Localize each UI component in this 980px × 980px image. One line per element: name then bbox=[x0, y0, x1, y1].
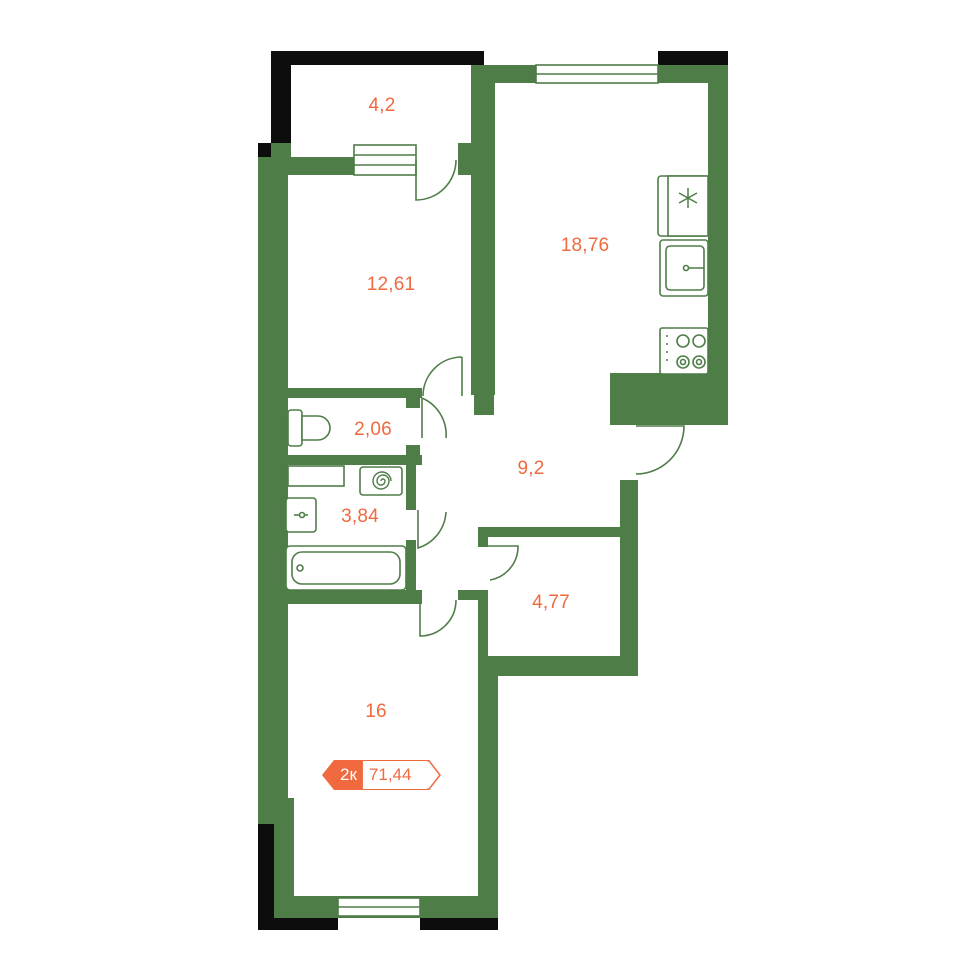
badge-room-type: 2к bbox=[322, 760, 363, 790]
area-storage: 4,77 bbox=[532, 592, 570, 613]
area-bedroom-top: 12,61 bbox=[366, 274, 416, 295]
windows bbox=[337, 64, 659, 917]
area-balcony: 4,2 bbox=[368, 95, 396, 116]
badge-tip bbox=[427, 760, 442, 790]
interior-walls bbox=[258, 65, 728, 918]
area-bedroom-bottom: 16 bbox=[365, 701, 387, 722]
area-bathroom: 3,84 bbox=[341, 506, 379, 527]
doors bbox=[415, 159, 685, 637]
area-hall: 9,2 bbox=[517, 458, 545, 479]
stove bbox=[659, 327, 709, 375]
bath-sink bbox=[285, 497, 317, 533]
area-toilet: 2,06 bbox=[354, 419, 392, 440]
apartment-badge: 2к 71,44 bbox=[322, 760, 442, 790]
fridge bbox=[657, 175, 709, 237]
badge-total-area: 71,44 bbox=[362, 760, 428, 790]
bathtub bbox=[285, 545, 407, 591]
area-kitchen-living: 18,76 bbox=[560, 235, 610, 256]
kitchen-sink bbox=[659, 239, 709, 297]
toilet bbox=[287, 409, 331, 447]
snowflake-icon bbox=[678, 188, 698, 208]
spiral-icon bbox=[372, 471, 392, 490]
exterior-walls bbox=[258, 51, 728, 930]
